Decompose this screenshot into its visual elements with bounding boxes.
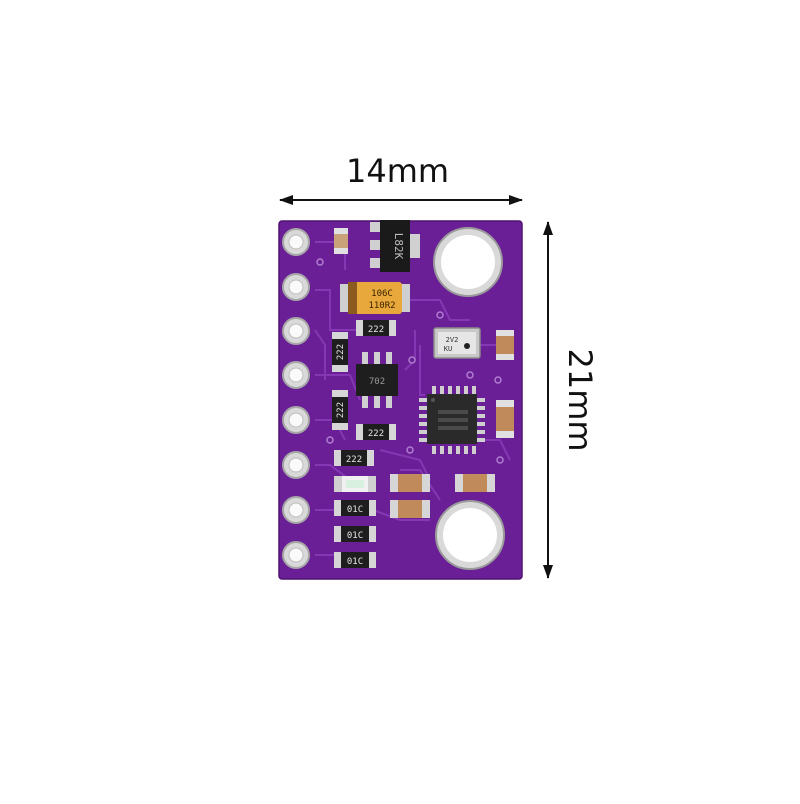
height-dimension-label: 21mm xyxy=(561,348,599,452)
pin-pad xyxy=(282,496,310,524)
mounting-hole-bottom xyxy=(435,500,505,570)
voltage-regulator-chip: L82K xyxy=(370,220,420,272)
pressure-sensor: 2V2 KU xyxy=(433,327,481,359)
pin-pad xyxy=(282,317,310,345)
capacitor-right-2 xyxy=(496,400,514,438)
tantalum-marking-line2: 110R2 xyxy=(368,301,395,311)
pin-pad xyxy=(282,273,310,301)
capacitor-01c: 01C xyxy=(334,526,376,542)
pin-pad xyxy=(282,541,310,569)
pin-pad xyxy=(282,451,310,479)
pressure-sensor-marking-line2: KU xyxy=(444,345,452,353)
pin-pad xyxy=(282,228,310,256)
resistor: 222 xyxy=(332,390,348,430)
ceramic-capacitor xyxy=(390,474,430,492)
capacitor-right-1 xyxy=(496,330,514,360)
resistor: 222 xyxy=(332,332,348,372)
power-led xyxy=(334,476,376,492)
tantalum-marking: 106C xyxy=(371,289,393,299)
pressure-sensor-marking: 2V2 xyxy=(446,336,459,344)
resistor: 222 xyxy=(356,320,396,336)
regulator-marking: L82K xyxy=(392,233,405,260)
resistor-code: 222 xyxy=(368,429,384,439)
resistor: 222 xyxy=(334,450,374,466)
capacitor-code: 01C xyxy=(347,505,363,515)
capacitor-top-left xyxy=(334,228,348,254)
tantalum-capacitor: 106C 110R2 xyxy=(340,282,410,314)
pin-pad xyxy=(282,361,310,389)
sot23-chip: 702 xyxy=(356,352,398,408)
resistor-code: 222 xyxy=(368,325,384,335)
imu-chip xyxy=(419,386,485,454)
ceramic-capacitor xyxy=(390,500,430,518)
width-dimension-label: 14mm xyxy=(346,152,450,190)
capacitor-code: 01C xyxy=(347,531,363,541)
header-pins xyxy=(282,228,310,569)
resistor-code: 222 xyxy=(346,455,362,465)
resistor: 222 xyxy=(356,424,396,440)
sot-chip-marking: 702 xyxy=(369,377,385,387)
capacitor-01c: 01C xyxy=(334,552,376,568)
resistor-code: 222 xyxy=(336,344,346,360)
capacitor-code: 01C xyxy=(347,557,363,567)
ceramic-capacitor xyxy=(455,474,495,492)
resistor-code: 222 xyxy=(336,402,346,418)
mounting-hole-top xyxy=(433,227,503,297)
capacitor-01c: 01C xyxy=(334,500,376,516)
pin-pad xyxy=(282,406,310,434)
vias xyxy=(316,258,504,464)
